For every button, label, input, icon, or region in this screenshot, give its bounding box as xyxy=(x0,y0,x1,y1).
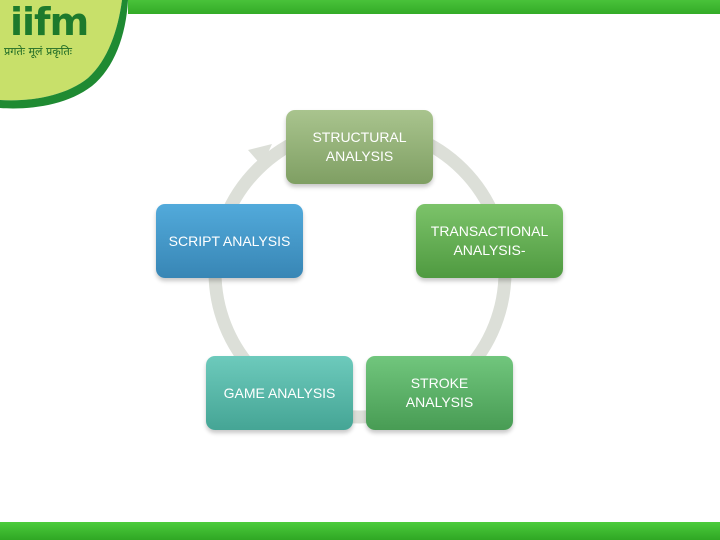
node-transactional-analysis: TRANSACTIONAL ANALYSIS- xyxy=(416,204,563,278)
node-structural-label: STRUCTURAL ANALYSIS xyxy=(312,128,406,166)
logo-swoosh-icon xyxy=(0,0,128,109)
node-game-analysis: GAME ANALYSIS xyxy=(206,356,353,430)
node-script-label: SCRIPT ANALYSIS xyxy=(169,232,291,251)
node-structural-analysis: STRUCTURAL ANALYSIS xyxy=(286,110,433,184)
node-transactional-line-2: ANALYSIS- xyxy=(453,242,526,258)
cycle-arrowhead-icon xyxy=(248,144,272,166)
node-script-line-1: SCRIPT ANALYSIS xyxy=(168,232,291,249)
node-transactional-label: TRANSACTIONAL ANALYSIS- xyxy=(431,222,548,260)
logo-wordmark: iifm xyxy=(10,0,89,44)
top-accent-bar xyxy=(128,0,720,14)
node-structural-line-1: STRUCTURAL xyxy=(312,129,407,145)
node-stroke-line-2: ANALYSIS xyxy=(405,394,474,410)
node-transactional-line-1: TRANSACTIONAL xyxy=(430,223,549,239)
node-script-analysis: SCRIPT ANALYSIS xyxy=(156,204,303,278)
iifm-logo: iifm प्रगतेः मूलं प्रकृतिः xyxy=(0,0,130,110)
node-game-line-1: GAME ANALYSIS xyxy=(223,384,336,401)
bottom-accent-bar xyxy=(0,522,720,540)
node-stroke-analysis: STROKE ANALYSIS xyxy=(366,356,513,430)
node-stroke-line-1: STROKE xyxy=(410,375,469,391)
node-stroke-label: STROKE ANALYSIS xyxy=(406,374,473,412)
logo-tagline: प्रगतेः मूलं प्रकृतिः xyxy=(4,45,73,58)
node-game-label: GAME ANALYSIS xyxy=(224,384,336,403)
node-structural-line-2: ANALYSIS xyxy=(325,148,394,164)
